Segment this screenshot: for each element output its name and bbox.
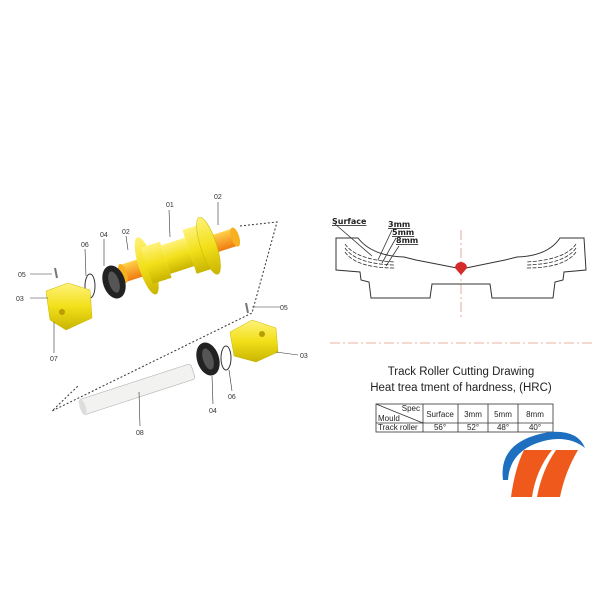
- roller-body: [118, 216, 241, 295]
- drawing-title: Track Roller Cutting Drawing: [388, 366, 535, 378]
- part-label-06-top: 06: [81, 242, 89, 249]
- roller-profile-outline: [335, 237, 587, 299]
- table-corner-mould: Mould: [378, 414, 400, 423]
- hardness-table: [375, 403, 554, 433]
- end-cap-right: [229, 319, 279, 363]
- layer-label-3mm: 3mm: [388, 220, 410, 229]
- part-label-05-right: 05: [280, 305, 288, 312]
- layer-label-5mm: 5mm: [392, 228, 414, 237]
- cutting-drawing: Surface 3mm 5mm 8mm Track Roller Cutting…: [330, 217, 592, 394]
- pin-right: [245, 302, 249, 314]
- part-label-04-top: 04: [100, 232, 108, 239]
- weld-point-marker: [455, 262, 467, 275]
- hardness-layer-lines: [334, 223, 577, 269]
- part-label-02-right: 02: [214, 194, 222, 201]
- o-ring-right: [220, 345, 232, 371]
- logo-blue-arc: [502, 431, 585, 480]
- pin-left: [54, 267, 58, 279]
- table-header-8mm: 8mm: [526, 410, 544, 419]
- table-row-label: Track roller: [378, 423, 418, 432]
- logo-orange-stroke-2: [537, 450, 578, 497]
- table-cell-3mm: 52°: [467, 423, 479, 432]
- end-cap-left: [45, 282, 93, 331]
- exploded-view: 01 02 02 03 03 04 04 05 05 06 06 07 08: [16, 194, 308, 437]
- table-cell-5mm: 48°: [497, 423, 509, 432]
- part-label-03-left: 03: [16, 296, 24, 303]
- table-corner-spec: Spec: [402, 404, 420, 413]
- assembly-dashed-outline: [51, 221, 278, 412]
- part-label-08: 08: [136, 430, 144, 437]
- leader-lines: [30, 202, 299, 427]
- table-cell-8mm: 40°: [529, 423, 541, 432]
- table-header-surface: Surface: [426, 410, 454, 419]
- table-header-3mm: 3mm: [464, 410, 482, 419]
- shaft: [78, 363, 196, 415]
- part-label-02-left: 02: [122, 229, 130, 236]
- part-label-07: 07: [50, 356, 58, 363]
- layer-label-surface: Surface: [332, 217, 367, 226]
- drawing-subtitle: Heat trea tment of hardness, (HRC): [370, 382, 552, 394]
- table-header-5mm: 5mm: [494, 410, 512, 419]
- part-label-05-left: 05: [18, 272, 26, 279]
- part-label-03-right: 03: [300, 353, 308, 360]
- layer-label-8mm: 8mm: [396, 236, 418, 245]
- company-logo: [502, 431, 585, 497]
- part-label-01: 01: [166, 202, 174, 209]
- part-label-04-bottom: 04: [209, 408, 217, 415]
- logo-orange-stroke-1: [511, 450, 552, 497]
- table-cell-surface: 56°: [434, 423, 446, 432]
- part-label-06-bottom: 06: [228, 394, 236, 401]
